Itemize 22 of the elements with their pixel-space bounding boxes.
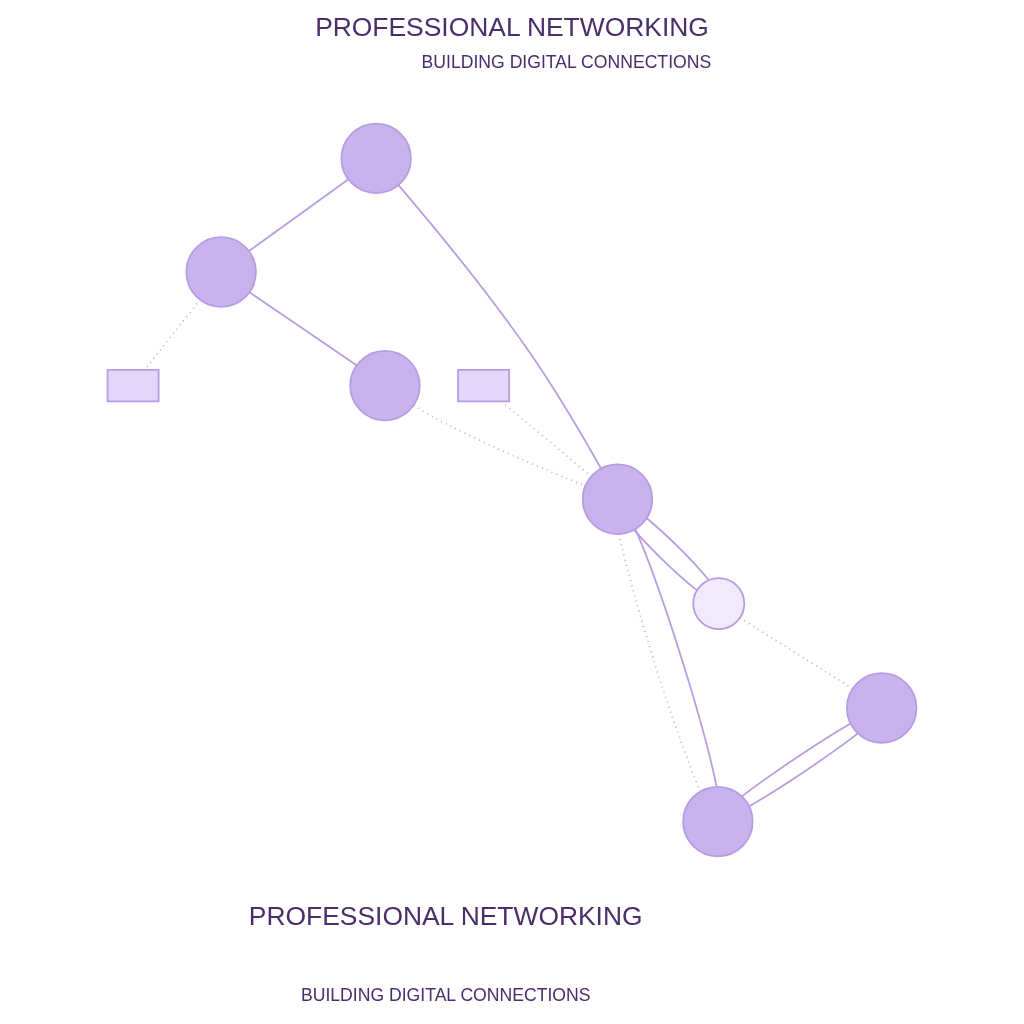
connector (397, 184, 602, 470)
connector (634, 528, 718, 788)
connector (618, 533, 702, 793)
node-person (682, 785, 754, 858)
label: BUILDING DIGITAL CONNECTIONS (421, 52, 712, 73)
label: PROFESSIONAL NETWORKING (248, 901, 643, 932)
diagram-title: PROFESSIONAL NETWORKING (315, 12, 709, 43)
connector (633, 529, 698, 592)
connector (248, 291, 358, 367)
connector (645, 517, 710, 581)
connector (748, 732, 859, 808)
node-circle (692, 577, 746, 630)
label: BUILDING DIGITAL CONNECTIONS (300, 984, 591, 1005)
node-box (457, 368, 510, 403)
connector (248, 178, 349, 252)
node-box (106, 368, 160, 403)
connector (740, 722, 852, 798)
node-person (349, 349, 421, 422)
node-person (340, 122, 412, 195)
node-person (581, 463, 654, 535)
node-person (846, 672, 918, 744)
node-person (185, 236, 257, 308)
